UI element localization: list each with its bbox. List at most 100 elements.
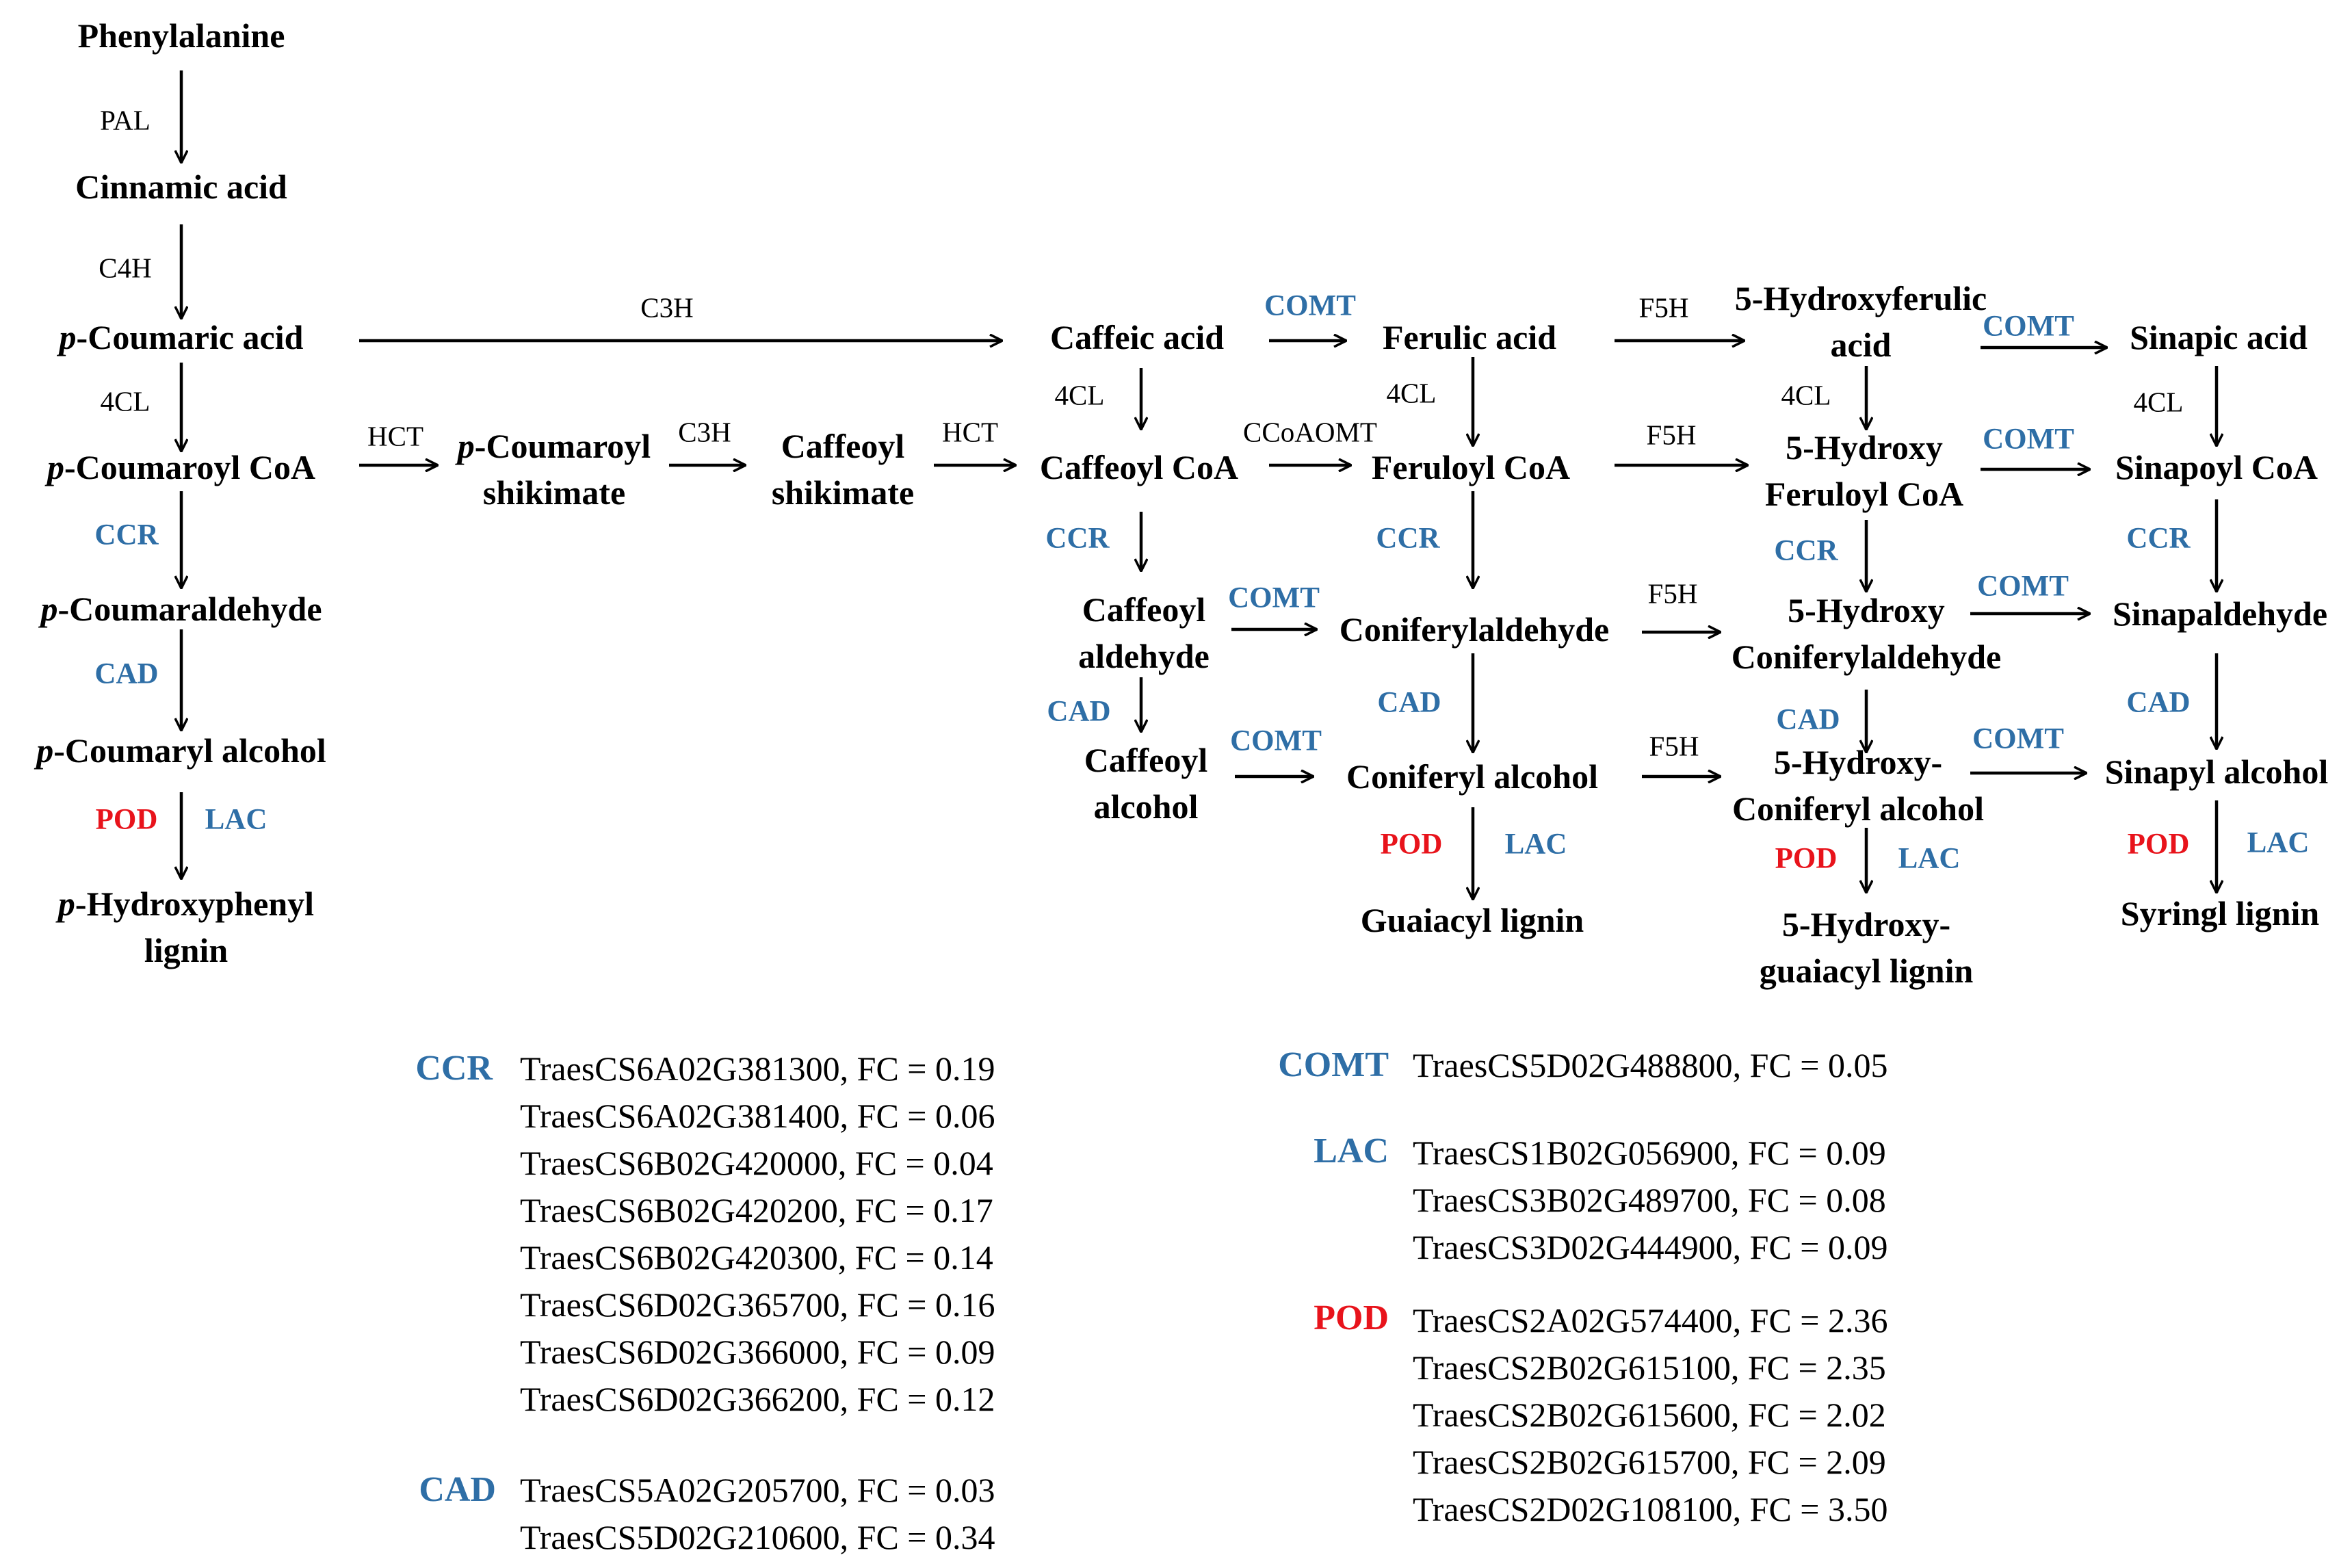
enzyme-4cl-hydroxyferulic: 4CL: [1781, 379, 1831, 411]
compound-p-coumaraldehyde: p-Coumaraldehyde: [40, 586, 322, 632]
compound-sinapaldehyde: Sinapaldehyde: [2112, 594, 2328, 633]
compound-ferulic-acid: Ferulic acid: [1382, 318, 1557, 356]
enzyme-f5h-acid: F5H: [1638, 291, 1689, 324]
enzyme-comt-sinapylalcohol: COMT: [1972, 722, 2064, 755]
italic-p: p: [457, 427, 475, 465]
gene-entry: TraesCS2B02G615600, FC = 2.02: [1413, 1396, 1886, 1434]
enzyme-pal: PAL: [100, 104, 151, 136]
compound-text: lignin: [144, 931, 228, 969]
compound-text: shikimate: [771, 473, 915, 512]
compound-caffeoyl-coa: Caffeoyl CoA: [1039, 448, 1239, 486]
gene-table-ccr-label: CCR: [415, 1049, 493, 1088]
enzyme-comt-ferulic: COMT: [1264, 289, 1356, 322]
compound-text: Coniferylaldehyde: [1731, 638, 2002, 676]
compound-text: Caffeoyl: [781, 427, 905, 465]
compound-text: -Coumaraldehyde: [57, 590, 322, 628]
compound-coniferylaldehyde: Coniferylaldehyde: [1339, 610, 1610, 649]
enzyme-ccr-feruloyl: CCR: [1376, 522, 1440, 555]
gene-entry: TraesCS6B02G420300, FC = 0.14: [520, 1238, 993, 1277]
compound-sinapoyl-coa: Sinapoyl CoA: [2115, 448, 2318, 486]
italic-p: p: [40, 590, 58, 628]
enzyme-f5h-coa: F5H: [1646, 419, 1697, 451]
compound-caffeoyl-shikimate: Caffeoyl shikimate: [772, 423, 914, 516]
enzyme-cad-caffeoyl: CAD: [1047, 695, 1111, 728]
gene-table-cad-label: CAD: [419, 1470, 496, 1509]
enzyme-c3h-shikimate: C3H: [678, 416, 731, 448]
gene-entry: TraesCS5D02G488800, FC = 0.05: [1413, 1046, 1888, 1084]
italic-p: p: [57, 885, 75, 923]
compound-p-coumaryl-alcohol: p-Coumaryl alcohol: [36, 727, 326, 774]
enzyme-cad-sinapyl: CAD: [2126, 686, 2191, 719]
compound-text: Feruloyl CoA: [1764, 475, 1964, 513]
gene-entry: TraesCS2B02G615100, FC = 2.35: [1413, 1348, 1886, 1387]
compound-text: alcohol: [1093, 787, 1199, 826]
compound-text: guaiacyl lignin: [1759, 952, 1974, 990]
enzyme-comt-sinapic: COMT: [1983, 310, 2074, 343]
gene-table-pod-label: POD: [1314, 1298, 1389, 1337]
gene-entry: TraesCS2D02G108100, FC = 3.50: [1413, 1490, 1888, 1528]
enzyme-pod-syringl: POD: [2127, 828, 2190, 861]
compound-p-coumaroyl-coa: p-Coumaroyl CoA: [47, 444, 315, 491]
enzyme-ccr-caffeoyl: CCR: [1045, 522, 1110, 555]
enzyme-lac-guaiacyl: LAC: [1504, 828, 1567, 861]
enzyme-cad-left: CAD: [94, 657, 159, 690]
enzyme-4cl-left: 4CL: [100, 385, 151, 417]
compound-text: 5-Hydroxy-: [1773, 743, 1943, 781]
compound-caffeic-acid: Caffeic acid: [1049, 318, 1225, 356]
compound-text: aldehyde: [1078, 637, 1210, 675]
compound-p-hydroxyphenyl-lignin: p-Hydroxyphenyl lignin: [58, 880, 314, 974]
enzyme-lac-left: LAC: [205, 803, 267, 836]
compound-text: 5-Hydroxyferulic: [1734, 279, 1987, 317]
gene-entry: TraesCS6D02G365700, FC = 0.16: [520, 1285, 995, 1324]
enzyme-4cl-sinapic: 4CL: [2133, 386, 2184, 418]
compound-sinapyl-alcohol: Sinapyl alcohol: [2104, 753, 2329, 791]
gene-entry: TraesCS3B02G489700, FC = 0.08: [1413, 1181, 1886, 1219]
enzyme-c3h-top: C3H: [640, 291, 694, 324]
compound-guaiacyl-lignin: Guaiacyl lignin: [1360, 901, 1584, 939]
gene-table-lac-label: LAC: [1314, 1132, 1389, 1171]
compound-text: -Hydroxyphenyl: [75, 885, 315, 923]
enzyme-pod-hydroxyguaiacyl: POD: [1775, 842, 1838, 875]
enzyme-hct-1: HCT: [367, 420, 423, 452]
compound-text: 5-Hydroxy-: [1781, 905, 1951, 943]
enzyme-cad-coniferyl: CAD: [1377, 686, 1441, 719]
enzyme-f5h-alcohol: F5H: [1649, 730, 1699, 762]
gene-entry: TraesCS2B02G615700, FC = 2.09: [1413, 1443, 1886, 1481]
gene-entry: TraesCS6A02G381400, FC = 0.06: [520, 1097, 995, 1135]
enzyme-f5h-aldehyde: F5H: [1647, 577, 1698, 610]
gene-entry: TraesCS6B02G420000, FC = 0.04: [520, 1144, 993, 1182]
gene-entry: TraesCS5D02G210600, FC = 0.34: [520, 1518, 995, 1556]
compound-syringl-lignin: Syringl lignin: [2120, 894, 2320, 932]
compound-text: 5-Hydroxy: [1786, 428, 1943, 467]
enzyme-4cl-ferulic: 4CL: [1386, 377, 1437, 409]
compound-text: -Coumaryl alcohol: [53, 731, 326, 770]
compound-text: -Coumaroyl: [474, 427, 651, 465]
gene-entry: TraesCS3D02G444900, FC = 0.09: [1413, 1228, 1888, 1266]
gene-entry: TraesCS6D02G366200, FC = 0.12: [520, 1380, 995, 1418]
compound-text: Coniferyl alcohol: [1732, 789, 1985, 828]
italic-p: p: [47, 448, 64, 486]
compound-text: 5-Hydroxy: [1788, 591, 1945, 629]
compound-cinnamic-acid: Cinnamic acid: [75, 168, 287, 206]
enzyme-cad-hydroxyconiferyl: CAD: [1776, 703, 1840, 736]
enzyme-comt-sinapoylcoa: COMT: [1983, 423, 2074, 456]
compound-phenylalanine: Phenylalanine: [77, 16, 285, 55]
enzyme-lac-hydroxyguaiacyl: LAC: [1898, 842, 1961, 875]
gene-entry: TraesCS6D02G366000, FC = 0.09: [520, 1333, 995, 1371]
compound-text: Caffeoyl: [1084, 741, 1208, 779]
compound-p-coumaric-acid: p-Coumaric acid: [60, 314, 304, 361]
italic-p: p: [59, 318, 77, 356]
compound-caffeoyl-alcohol: Caffeoyl alcohol: [1084, 737, 1208, 830]
enzyme-comt-coniferylalcohol: COMT: [1230, 724, 1322, 757]
enzyme-ccr-sinapoyl: CCR: [2126, 522, 2191, 555]
gene-entry: TraesCS5A02G205700, FC = 0.03: [520, 1471, 995, 1509]
enzyme-pod-left: POD: [95, 803, 158, 836]
compound-sinapic-acid: Sinapic acid: [2130, 318, 2308, 356]
